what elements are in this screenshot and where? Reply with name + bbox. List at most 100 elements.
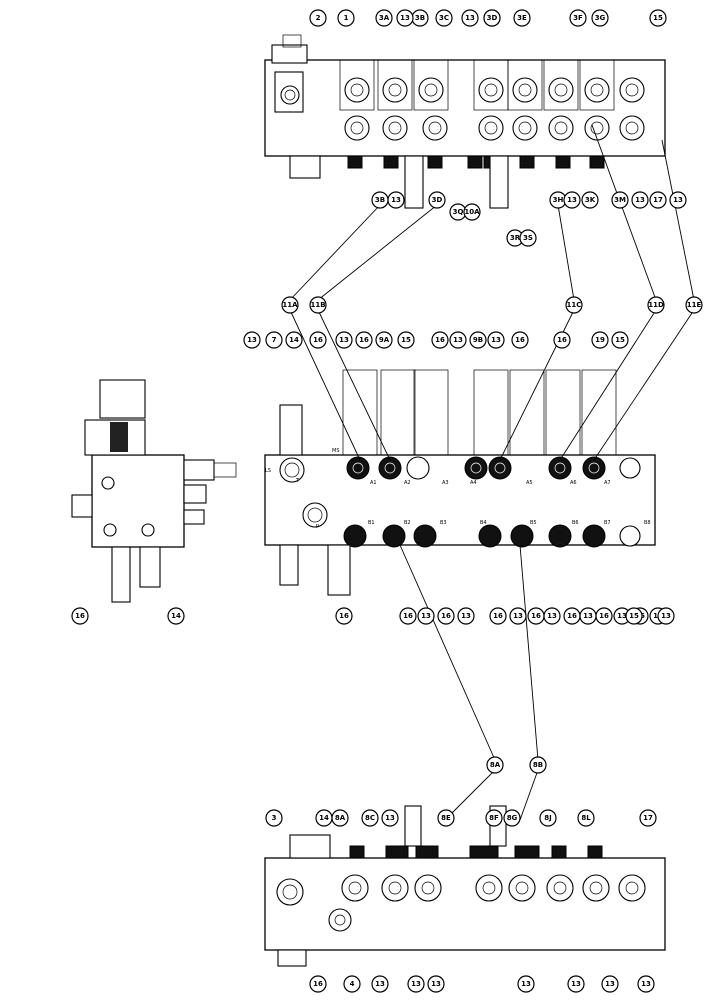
callout-number: 3B	[375, 196, 385, 204]
callout-balloon: 8C	[361, 809, 379, 827]
callout-number: 8G	[507, 814, 518, 822]
callout-balloon: 17	[649, 191, 667, 209]
top-solenoids	[339, 59, 645, 141]
callout-number: 3B	[415, 14, 425, 22]
callout-balloon: 16	[527, 607, 545, 625]
callout-number: 16	[567, 612, 577, 620]
callout-number: 13	[617, 612, 627, 620]
callout-number: 3S	[523, 234, 533, 242]
callout-balloon: 13	[657, 607, 675, 625]
callout-number: 13	[547, 612, 557, 620]
callout-balloon: 16	[553, 331, 571, 349]
callout-balloon: 17	[639, 809, 657, 827]
port-label: T	[295, 478, 300, 484]
port-label: B6	[572, 520, 579, 526]
callout-number: 13	[661, 612, 671, 620]
callout-number: 11B	[310, 301, 325, 309]
side-manifold-body	[91, 454, 185, 548]
callout-number: 13	[513, 612, 523, 620]
callout-balloon: 16	[563, 607, 581, 625]
callout-number: 3A	[379, 14, 390, 22]
callout-balloon: 14	[285, 331, 303, 349]
callout-balloon: 9A	[375, 331, 393, 349]
callout-number: 13	[583, 612, 593, 620]
callout-number: 9B	[473, 336, 483, 344]
callout-number: 3E	[517, 14, 527, 22]
callout-balloon: 3R	[506, 229, 524, 247]
callout-balloon: 8L	[577, 809, 595, 827]
port-label: B1	[368, 520, 375, 526]
port-label: B8	[644, 520, 651, 526]
callout-balloon: 8J	[539, 809, 557, 827]
callout-number: 14	[289, 336, 299, 344]
callout-number: 8J	[544, 814, 551, 822]
callout-balloon: 3H	[549, 191, 567, 209]
callout-number: 16	[493, 612, 503, 620]
callout-number: 3H	[553, 196, 564, 204]
callout-number: 8C	[365, 814, 375, 822]
port-label: B4	[480, 520, 487, 526]
callout-balloon: 13	[543, 607, 561, 625]
callout-number: 11D	[648, 301, 664, 309]
callout-balloon: 13	[509, 607, 527, 625]
callout-balloon: 13	[396, 9, 414, 27]
callout-number: 13	[461, 612, 471, 620]
bottom-view	[264, 805, 666, 967]
callout-balloon: 9B	[469, 331, 487, 349]
callout-balloon: 15	[611, 331, 629, 349]
callout-number: 3F	[573, 14, 583, 22]
port-label: A6	[570, 480, 577, 486]
callout-number: 13	[567, 196, 577, 204]
callout-number: 16	[313, 336, 323, 344]
callout-balloon: 13	[601, 975, 619, 993]
callout-number: 3Q	[453, 208, 464, 216]
callout-number: 3R	[510, 234, 521, 242]
callout-balloon: 8B	[529, 756, 547, 774]
port-label: B2	[404, 520, 411, 526]
callout-balloon: 3	[265, 809, 283, 827]
callout-balloon: 2	[309, 9, 327, 27]
callout-balloon: 16	[489, 607, 507, 625]
callout-balloon: 11D	[647, 296, 665, 314]
callout-balloon: 13	[457, 607, 475, 625]
callout-balloon: 3D	[428, 191, 446, 209]
port-label: LS	[265, 468, 271, 474]
callout-number: 8F	[489, 814, 499, 822]
callout-number: 13	[521, 980, 531, 988]
callout-number: 8L	[581, 814, 591, 822]
callout-balloon: 1	[337, 9, 355, 27]
callout-balloon: 8A	[331, 809, 349, 827]
callout-balloon: 3F	[569, 9, 587, 27]
callout-balloon: 13	[427, 975, 445, 993]
callout-balloon: 13	[631, 191, 649, 209]
callout-number: 13	[400, 14, 410, 22]
callout-balloon: 3B	[371, 191, 389, 209]
callout-balloon: 8A	[486, 756, 504, 774]
callouts: 213A3B133C13133D3E3F3G153B133D3Q10A3R3S3…	[71, 9, 703, 993]
callout-balloon: 11E	[685, 296, 703, 314]
callout-number: 16	[339, 612, 349, 620]
callout-number: 8A	[335, 814, 346, 822]
callout-number: 3G	[595, 14, 606, 22]
top-manifold-body	[264, 59, 666, 157]
callout-balloon: 3K	[581, 191, 599, 209]
port-label: A3	[442, 480, 449, 486]
callout-balloon: 3M	[611, 191, 629, 209]
callout-balloon: 3S	[519, 229, 537, 247]
callout-number: 10A	[464, 208, 480, 216]
callout-number: 3D	[487, 14, 498, 22]
callout-number: 3K	[585, 196, 596, 204]
callout-balloon: 13	[371, 975, 389, 993]
callout-balloon: 19	[591, 331, 609, 349]
callout-balloon: 16	[355, 331, 373, 349]
callout-number: 11E	[687, 301, 702, 309]
callout-balloon: 8E	[437, 809, 455, 827]
callout-number: 11A	[282, 301, 298, 309]
port-label: A1	[370, 480, 377, 486]
callout-number: 17	[653, 196, 663, 204]
callout-number: 2	[316, 14, 321, 22]
callout-balloon: 13	[243, 331, 261, 349]
callout-balloon: 15	[625, 607, 643, 625]
port-label: MS	[332, 448, 340, 454]
callout-number: 1	[344, 14, 349, 22]
